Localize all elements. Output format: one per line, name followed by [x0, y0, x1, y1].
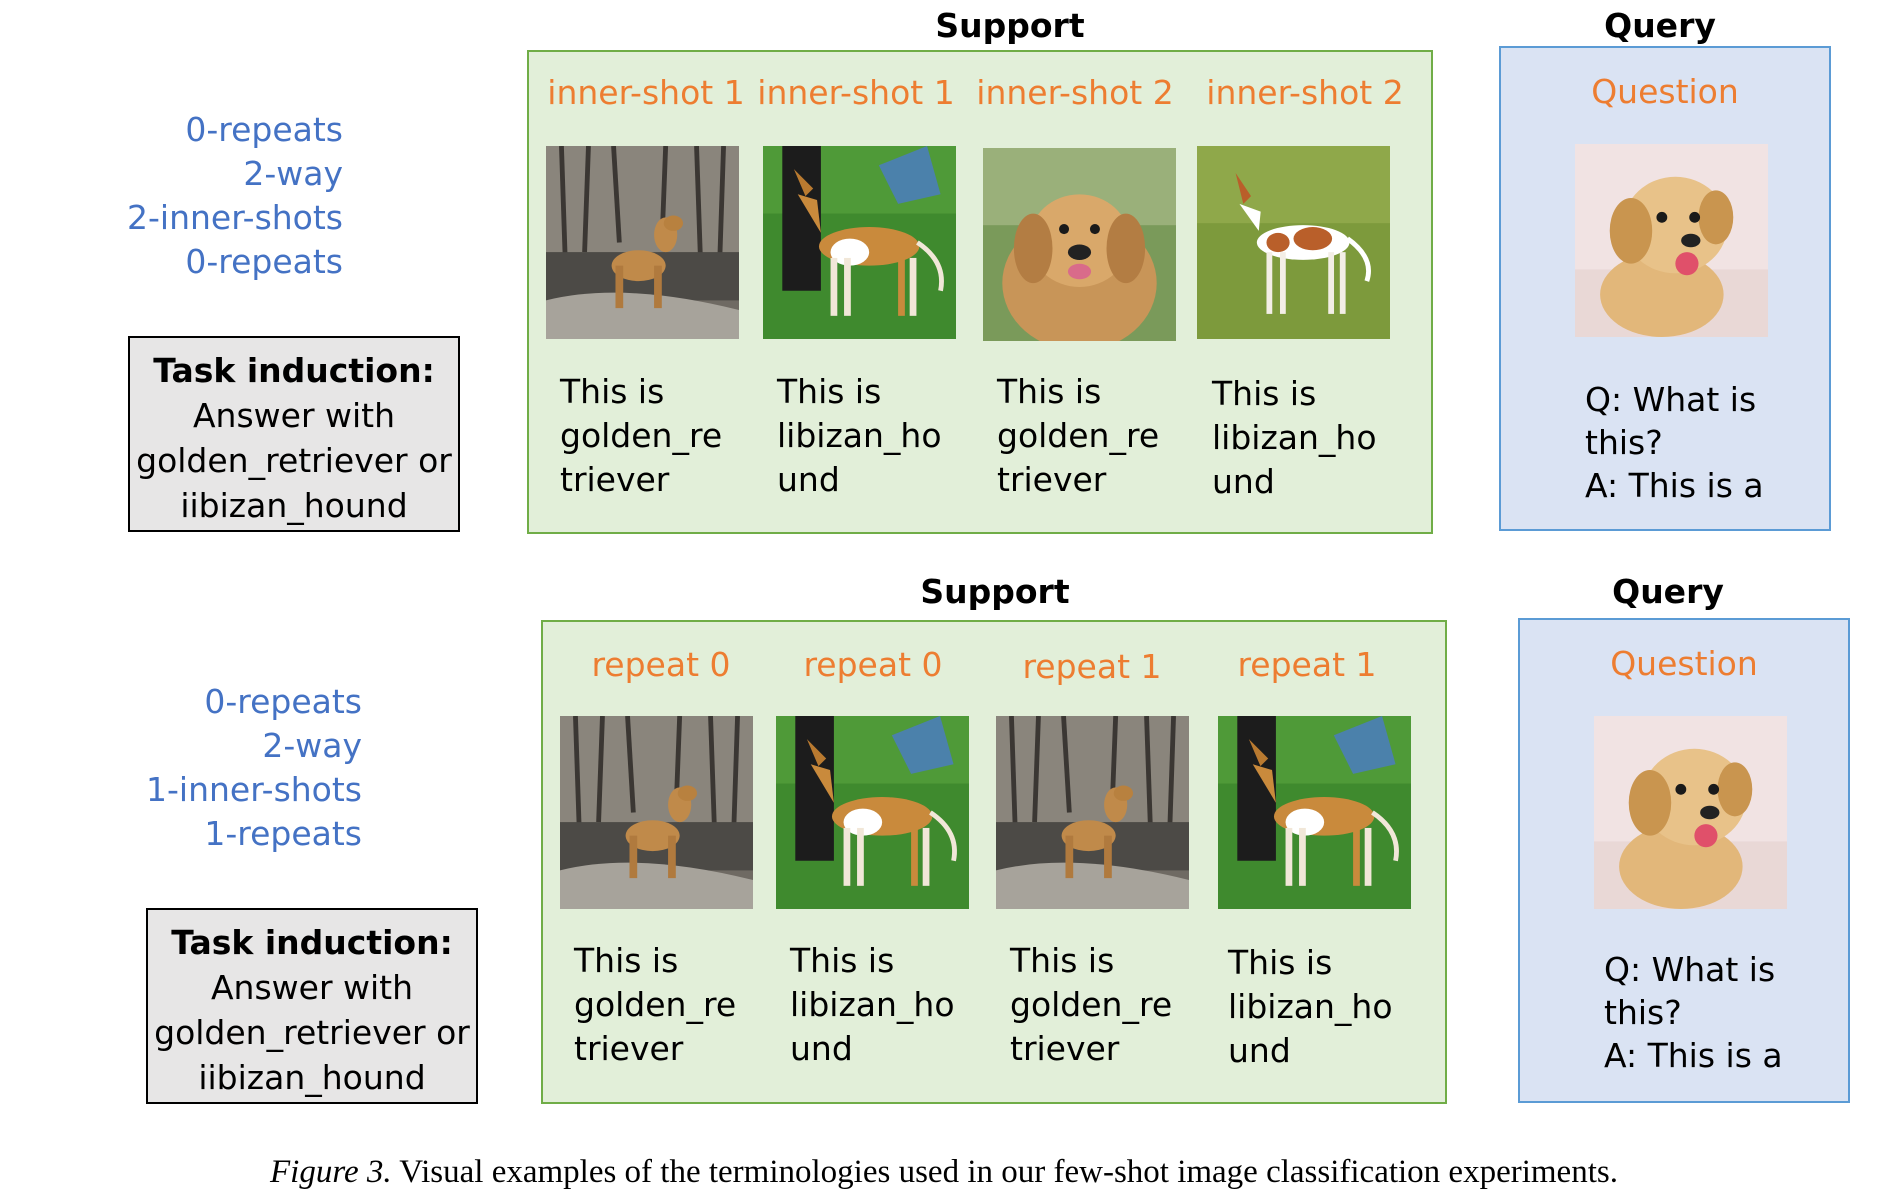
task-induction-line: Answer with — [192, 396, 396, 435]
ibizan-hound-photo — [763, 146, 956, 339]
param-line: 0-repeats — [204, 682, 362, 721]
bottom-support-title: Support — [920, 572, 1070, 611]
golden-retriever-photo — [560, 716, 753, 909]
shot-caption: This is golden_re triever — [1010, 939, 1180, 1071]
query-text: Q: What is this? A: This is a — [1585, 378, 1805, 507]
query-line: this? — [1604, 993, 1682, 1032]
caption-line: triever — [1010, 1029, 1120, 1068]
param-line: 1-repeats — [204, 814, 362, 853]
shot-caption: This is libizan_ho und — [1228, 941, 1398, 1073]
bottom-task-induction: Task induction: Answer with golden_retri… — [146, 908, 478, 1104]
caption-line: This is — [1010, 941, 1115, 980]
caption-line: This is — [1212, 374, 1317, 413]
golden-retriever-photo — [996, 716, 1189, 909]
caption-line: golden_re — [997, 416, 1160, 455]
shot-label: inner-shot 2 — [1206, 73, 1404, 112]
figure-number: Figure 3. — [270, 1154, 392, 1190]
top-task-induction: Task induction: Answer with golden_retri… — [128, 336, 460, 532]
caption-line: This is — [560, 372, 665, 411]
task-induction-line: iibizan_hound — [180, 486, 408, 525]
shot-label: repeat 1 — [1022, 647, 1162, 686]
caption-line: und — [790, 1029, 853, 1068]
shot-caption: This is golden_re triever — [997, 370, 1167, 502]
shot-label: inner-shot 1 — [547, 73, 745, 112]
query-line: A: This is a — [1585, 466, 1764, 505]
golden-retriever-photo — [983, 148, 1176, 341]
caption-line: golden_re — [560, 416, 723, 455]
query-line: A: This is a — [1604, 1036, 1783, 1075]
caption-line: golden_re — [1010, 985, 1173, 1024]
caption-line: This is — [790, 941, 895, 980]
caption-line: libizan_ho — [1212, 418, 1377, 457]
param-line: 2-way — [243, 154, 343, 193]
caption-line: This is — [574, 941, 679, 980]
caption-line: libizan_ho — [1228, 987, 1393, 1026]
param-line: 1-inner-shots — [146, 770, 362, 809]
param-line: 2-way — [262, 726, 362, 765]
param-line: 0-repeats — [185, 242, 343, 281]
shot-label: repeat 1 — [1237, 645, 1377, 684]
query-line: this? — [1585, 423, 1663, 462]
shot-caption: This is libizan_ho und — [1212, 372, 1382, 504]
bottom-params: 0-repeats 2-way 1-inner-shots 1-repeats — [100, 680, 362, 856]
shot-caption: This is golden_re triever — [560, 370, 730, 502]
caption-line: libizan_ho — [790, 985, 955, 1024]
task-induction-line: iibizan_hound — [198, 1058, 426, 1097]
question-label: Question — [1591, 72, 1739, 111]
task-induction-line: golden_retriever or — [136, 441, 452, 480]
shot-label: repeat 0 — [803, 645, 943, 684]
query-text: Q: What is this? A: This is a — [1604, 948, 1824, 1077]
caption-line: libizan_ho — [777, 416, 942, 455]
shot-label: repeat 0 — [591, 645, 731, 684]
query-line: Q: What is — [1585, 380, 1757, 419]
ibizan-hound-photo — [1197, 146, 1390, 339]
figure-caption-text: Visual examples of the terminologies use… — [399, 1154, 1618, 1190]
golden-retriever-puppy-photo — [1594, 716, 1787, 909]
shot-label: inner-shot 1 — [757, 73, 955, 112]
caption-line: und — [1212, 462, 1275, 501]
golden-retriever-photo — [546, 146, 739, 339]
caption-line: golden_re — [574, 985, 737, 1024]
top-query-title: Query — [1604, 6, 1716, 45]
top-params: 0-repeats 2-way 2-inner-shots 0-repeats — [100, 108, 343, 284]
top-support-title: Support — [935, 6, 1085, 45]
param-line: 2-inner-shots — [127, 198, 343, 237]
caption-line: This is — [997, 372, 1102, 411]
shot-label: inner-shot 2 — [976, 73, 1174, 112]
caption-line: This is — [777, 372, 882, 411]
bottom-query-title: Query — [1612, 572, 1724, 611]
ibizan-hound-photo — [776, 716, 969, 909]
golden-retriever-puppy-photo — [1575, 144, 1768, 337]
task-induction-heading: Task induction: — [171, 923, 453, 962]
caption-line: und — [1228, 1031, 1291, 1070]
task-induction-line: Answer with — [210, 968, 414, 1007]
question-label: Question — [1610, 644, 1758, 683]
task-induction-heading: Task induction: — [153, 351, 435, 390]
shot-caption: This is libizan_ho und — [790, 939, 960, 1071]
shot-caption: This is golden_re triever — [574, 939, 744, 1071]
shot-caption: This is libizan_ho und — [777, 370, 947, 502]
caption-line: triever — [574, 1029, 684, 1068]
task-induction-line: golden_retriever or — [154, 1013, 470, 1052]
caption-line: This is — [1228, 943, 1333, 982]
query-line: Q: What is — [1604, 950, 1776, 989]
ibizan-hound-photo — [1218, 716, 1411, 909]
figure-caption: Figure 3. Visual examples of the termino… — [0, 1154, 1888, 1191]
param-line: 0-repeats — [185, 110, 343, 149]
caption-line: triever — [560, 460, 670, 499]
caption-line: und — [777, 460, 840, 499]
caption-line: triever — [997, 460, 1107, 499]
